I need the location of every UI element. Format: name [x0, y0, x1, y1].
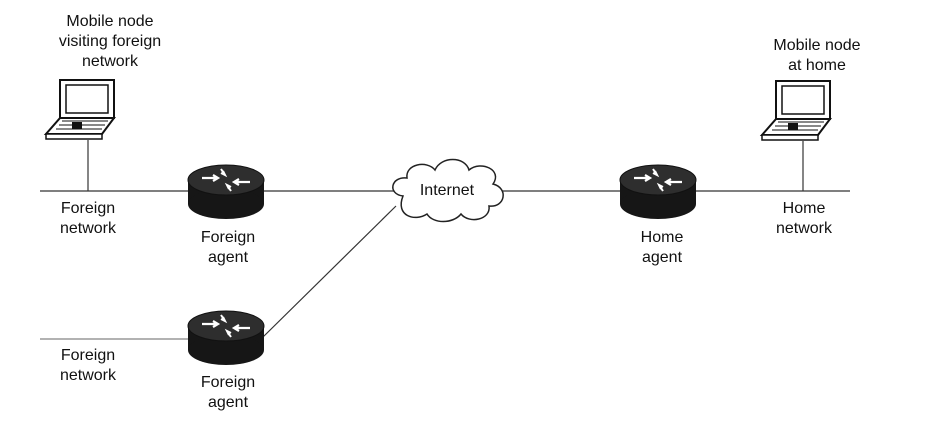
- foreign-agent-2-to-internet-line: [261, 205, 397, 339]
- foreign-network-label: Foreign network: [59, 200, 117, 237]
- mobile-node-visiting-label: Mobile node visiting foreign network: [58, 13, 162, 70]
- laptop-icon: [45, 79, 115, 140]
- router-icon: [186, 163, 266, 221]
- mobile-node-home-label: Mobile node at home: [773, 37, 861, 74]
- internet-label: Internet: [419, 182, 475, 199]
- router-icon: [618, 163, 698, 221]
- home-network-label: Home network: [775, 200, 833, 237]
- router-icon: [186, 309, 266, 367]
- laptop-icon: [761, 80, 831, 141]
- foreign-agent-label: Foreign agent: [200, 229, 256, 266]
- foreign-agent-label: Foreign agent: [200, 374, 256, 411]
- foreign-network-label: Foreign network: [59, 347, 117, 384]
- home-agent-label: Home agent: [640, 229, 684, 266]
